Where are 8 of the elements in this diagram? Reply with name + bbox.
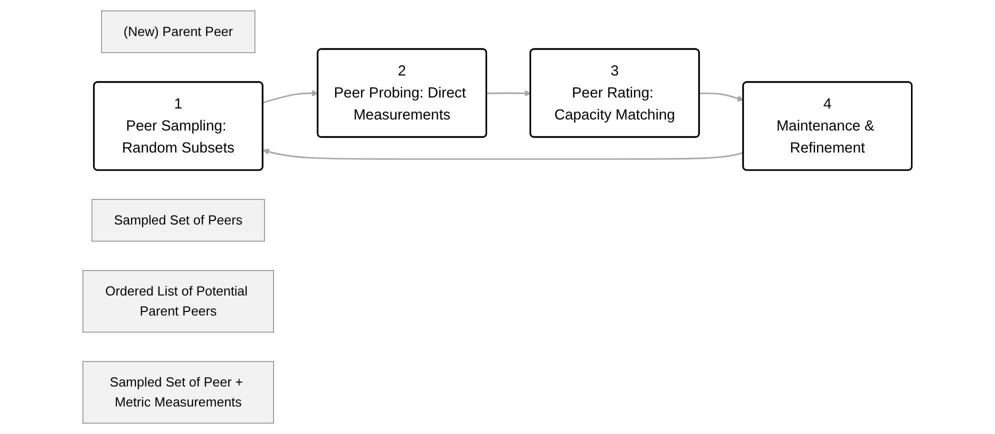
node-box: Ordered List of Potential Parent Peers — [82, 270, 274, 333]
arrow — [262, 90, 318, 104]
node-box: Sampled Set of Peer + Metric Measurements — [82, 361, 274, 424]
node-box: (New) Parent Peer — [101, 10, 256, 54]
arrow — [700, 92, 744, 102]
arrow — [262, 148, 744, 160]
node-box: Sampled Set of Peers — [92, 199, 265, 242]
arrow — [486, 90, 532, 97]
